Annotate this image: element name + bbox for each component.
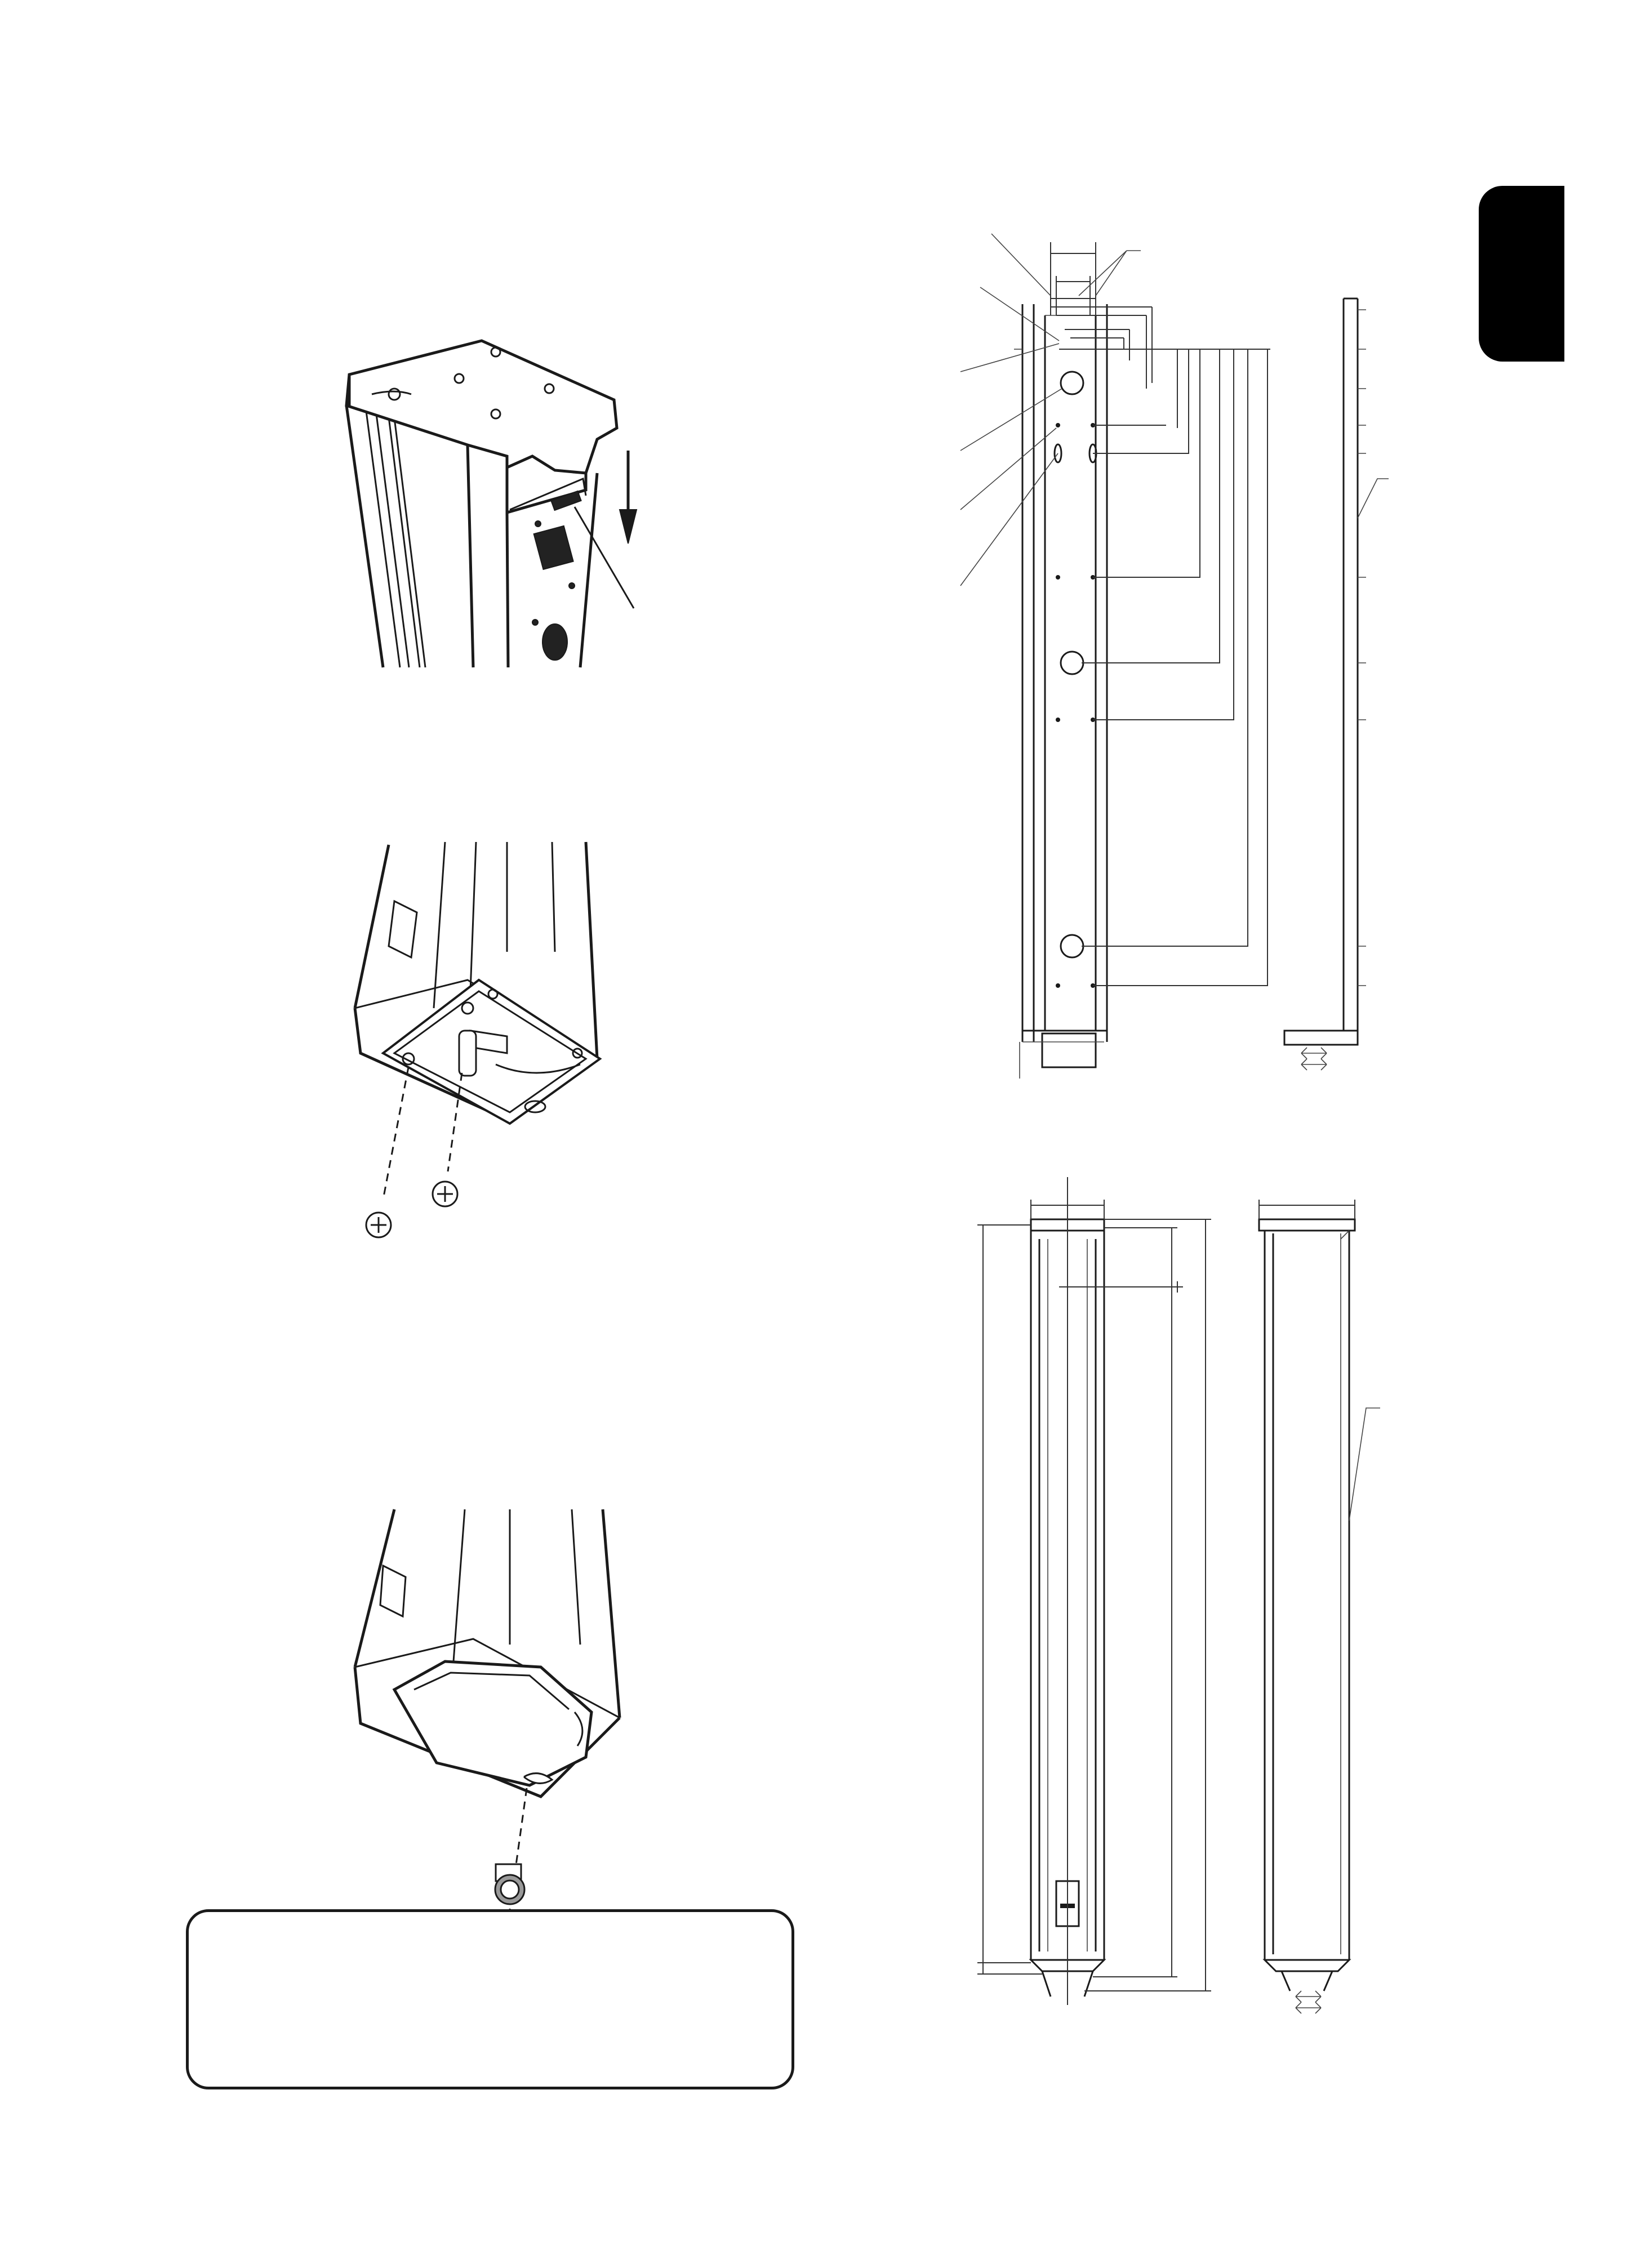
step-3-illustration <box>353 1509 621 1910</box>
step-1-illustration <box>345 339 638 668</box>
screw-icon <box>494 1863 526 1905</box>
language-tab <box>1479 186 1564 362</box>
screw-icon <box>432 1180 459 1207</box>
front-view-drawing <box>977 1177 1380 2014</box>
note-box <box>186 1909 794 2089</box>
step-2-illustration <box>353 841 602 1238</box>
rear-view-drawing <box>960 233 1389 1079</box>
screw-icon <box>365 1211 392 1238</box>
